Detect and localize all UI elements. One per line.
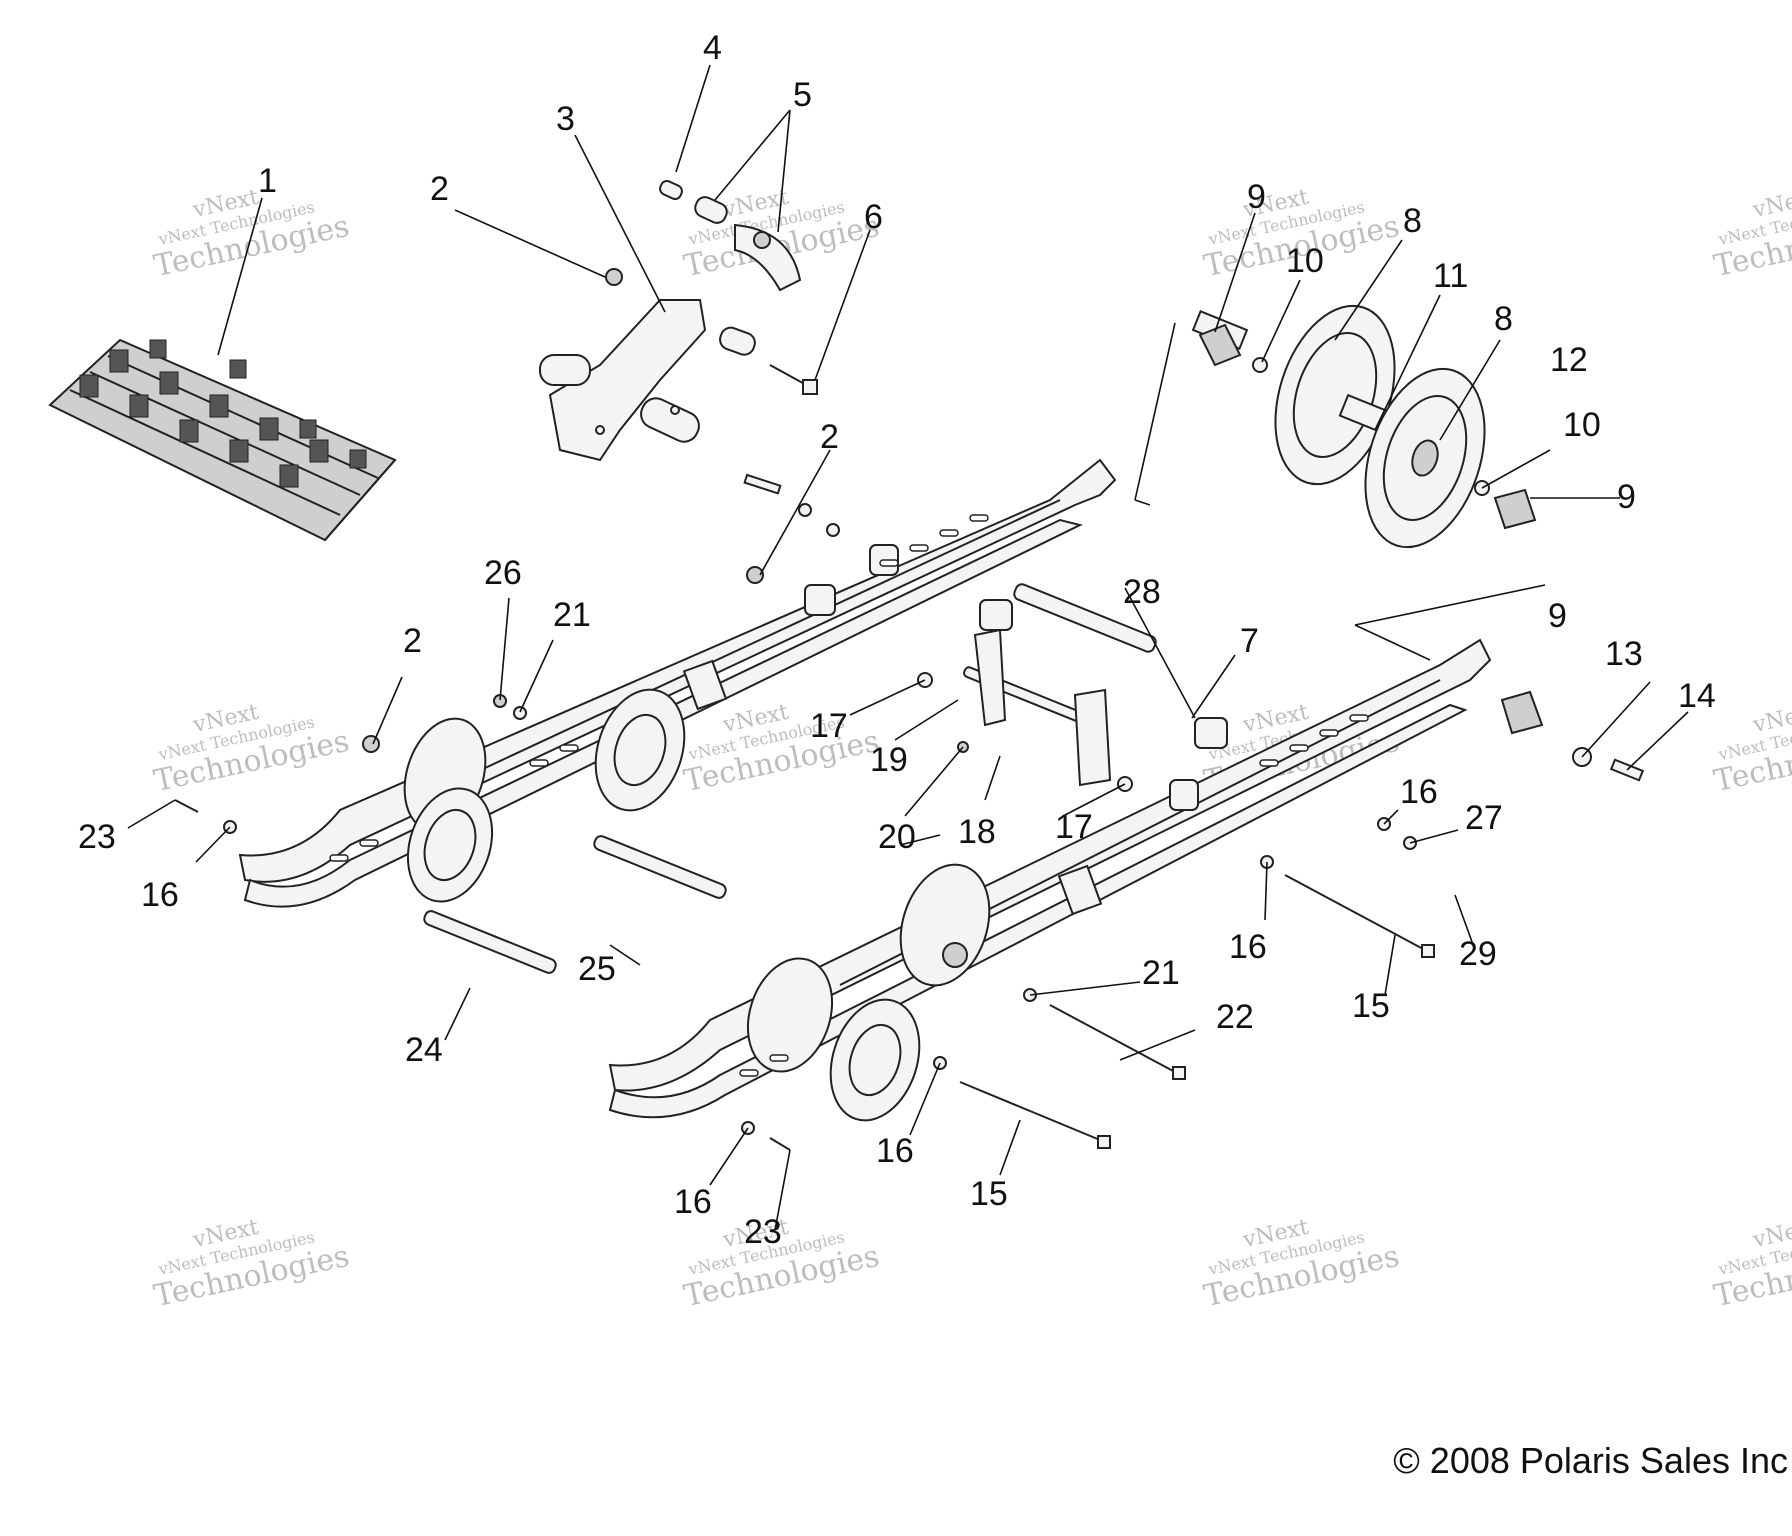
callout-9: 9: [1617, 478, 1636, 516]
callout-16: 16: [674, 1183, 712, 1221]
watermark: vNext vNext Technologies Technologies: [151, 185, 352, 284]
front-scissor-bracket: [973, 599, 1112, 787]
callout-11: 11: [1433, 257, 1468, 295]
right-rail: [608, 638, 1492, 1122]
torque-arm-bracket: [539, 299, 756, 462]
callout-20: 20: [878, 818, 916, 856]
callout-3: 3: [556, 100, 575, 138]
callout-4: 4: [703, 29, 722, 67]
callout-12: 12: [1550, 341, 1588, 379]
track-section: [48, 338, 397, 542]
callout-21: 21: [553, 596, 591, 634]
callout-10: 10: [1286, 242, 1324, 280]
callout-6: 6: [864, 198, 883, 236]
callout-16: 16: [1400, 773, 1438, 811]
callout-16: 16: [141, 876, 179, 914]
callout-16: 16: [876, 1132, 914, 1170]
callout-10: 10: [1563, 406, 1601, 444]
watermarks: vNext vNext Technologies Technologies vN…: [151, 185, 1792, 1314]
copyright-notice: © 2008 Polaris Sales Inc: [1393, 1440, 1788, 1481]
callout-9: 9: [1548, 597, 1567, 635]
callout-8: 8: [1403, 202, 1422, 240]
callout-7: 7: [1240, 622, 1259, 660]
callout-17: 17: [1055, 808, 1093, 846]
callout-27: 27: [1465, 799, 1503, 837]
callout-23: 23: [78, 818, 116, 856]
callout-labels: 1 2 2 2 3 4 5 6 7 8 8 9 9 9 10 10 11 12 …: [78, 29, 1716, 1251]
rear-axle-assembly: [1191, 304, 1537, 549]
bushings: [659, 179, 802, 292]
callout-22: 22: [1216, 998, 1254, 1036]
callout-26: 26: [484, 554, 522, 592]
watermark: vNext vNext Technologies Technologies: [1711, 1215, 1792, 1314]
callout-28: 28: [1123, 573, 1161, 611]
callout-8: 8: [1494, 300, 1513, 338]
callout-5: 5: [793, 76, 812, 114]
watermark: vNext vNext Technologies Technologies: [151, 700, 352, 799]
callout-15: 15: [970, 1175, 1008, 1213]
bolt-6: [769, 364, 818, 395]
callout-2: 2: [820, 418, 839, 456]
watermark: vNext vNext Technologies Technologies: [1711, 185, 1792, 284]
callout-1: 1: [258, 162, 277, 200]
left-rail: [238, 458, 1117, 908]
watermark: vNext vNext Technologies Technologies: [1201, 1215, 1402, 1314]
callout-18: 18: [958, 813, 996, 851]
callout-2: 2: [403, 622, 422, 660]
callout-9: 9: [1247, 178, 1266, 216]
callout-15: 15: [1352, 987, 1390, 1025]
callout-23: 23: [744, 1213, 782, 1251]
callout-29: 29: [1459, 935, 1497, 973]
callout-21: 21: [1142, 954, 1180, 992]
callout-25: 25: [578, 950, 616, 988]
shafts-and-rods: [423, 583, 1435, 1149]
callout-14: 14: [1678, 677, 1716, 715]
watermark: vNext vNext Technologies Technologies: [151, 1215, 352, 1314]
callout-17: 17: [810, 707, 848, 745]
callout-16: 16: [1229, 928, 1267, 966]
callout-19: 19: [870, 741, 908, 779]
leader-lines: [127, 64, 1689, 1231]
callout-2: 2: [430, 170, 449, 208]
callout-24: 24: [405, 1031, 443, 1069]
callout-13: 13: [1605, 635, 1643, 673]
